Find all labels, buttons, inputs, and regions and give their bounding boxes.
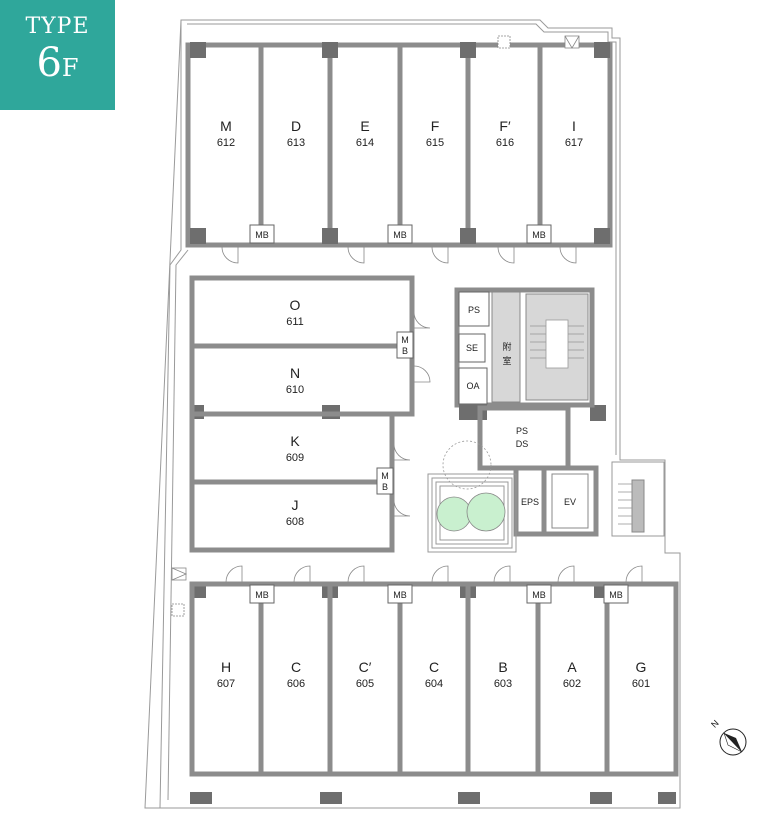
svg-text:MB: MB [532, 230, 546, 240]
vent-icon [171, 35, 580, 617]
svg-text:O: O [290, 297, 301, 313]
svg-text:C′: C′ [359, 659, 372, 675]
svg-text:B: B [498, 659, 507, 675]
svg-text:N: N [709, 718, 721, 730]
room-number: 617 [565, 137, 583, 149]
doors [221, 246, 643, 583]
room-letter: M [220, 118, 232, 134]
room-letter: D [291, 118, 301, 134]
svg-text:PS: PS [516, 426, 528, 436]
room-letter: I [572, 118, 576, 134]
svg-text:OA: OA [466, 381, 479, 391]
svg-text:601: 601 [632, 678, 650, 690]
svg-text:H: H [221, 659, 231, 675]
north-arrow-icon: N [709, 718, 747, 756]
svg-text:SE: SE [466, 343, 478, 353]
svg-text:室: 室 [502, 355, 511, 366]
svg-text:EV: EV [564, 497, 576, 507]
svg-text:611: 611 [286, 316, 304, 328]
svg-text:J: J [292, 497, 299, 513]
room-608 [189, 479, 395, 553]
bottom-room-labels: H 607 C 606 C′ 605 C 604 B 603 A 602 G 6… [217, 659, 650, 690]
core: PS SE OA 附 室 PS DS EPS EV [454, 287, 599, 537]
svg-text:605: 605 [356, 678, 374, 690]
svg-text:602: 602 [563, 678, 581, 690]
room-letter: F [431, 118, 440, 134]
room-letter: E [360, 118, 369, 134]
svg-text:B: B [382, 482, 388, 492]
room-letter: F′ [499, 118, 511, 134]
room-number: 613 [287, 137, 305, 149]
room-611 [189, 275, 415, 349]
svg-text:608: 608 [286, 516, 304, 528]
tree-icon [427, 440, 517, 553]
svg-text:609: 609 [286, 452, 304, 464]
building-outline [144, 19, 681, 809]
svg-text:N: N [290, 365, 300, 381]
floor-label: 6F [36, 40, 79, 86]
svg-text:604: 604 [425, 678, 443, 690]
svg-text:M: M [381, 471, 389, 481]
svg-text:M: M [401, 335, 409, 345]
type-badge: TYPE 6F [0, 0, 115, 110]
svg-text:C: C [291, 659, 301, 675]
room-610 [189, 343, 415, 417]
top-mb-boxes: MB MB MB [249, 224, 552, 244]
room-number: 616 [496, 137, 514, 149]
svg-text:附: 附 [502, 341, 511, 352]
top-partitions [258, 45, 543, 245]
svg-text:MB: MB [393, 590, 407, 600]
room-number: 614 [356, 137, 374, 149]
svg-text:DS: DS [516, 439, 529, 449]
bottom-mb-boxes: MB MB MB MB [249, 584, 629, 604]
bottom-partitions [258, 584, 610, 774]
bottom-block [189, 581, 679, 777]
svg-text:K: K [290, 433, 300, 449]
top-room-labels: M 612 D 613 E 614 F 615 F′ 616 I 617 [217, 118, 583, 149]
svg-text:MB: MB [255, 590, 269, 600]
svg-text:EPS: EPS [521, 497, 539, 507]
svg-text:610: 610 [286, 384, 304, 396]
svg-text:MB: MB [255, 230, 269, 240]
svg-text:MB: MB [609, 590, 623, 600]
svg-text:B: B [402, 346, 408, 356]
svg-text:G: G [636, 659, 647, 675]
svg-text:606: 606 [287, 678, 305, 690]
svg-text:603: 603 [494, 678, 512, 690]
room-number: 612 [217, 137, 235, 149]
svg-text:C: C [429, 659, 439, 675]
room-number: 615 [426, 137, 444, 149]
svg-text:PS: PS [468, 305, 480, 315]
svg-text:MB: MB [532, 590, 546, 600]
svg-text:MB: MB [393, 230, 407, 240]
exterior-stair [611, 461, 665, 537]
svg-text:A: A [567, 659, 577, 675]
middle-room-labels: O 611 N 610 K 609 J 608 [286, 297, 304, 528]
type-label: TYPE [25, 14, 90, 39]
svg-text:607: 607 [217, 678, 235, 690]
